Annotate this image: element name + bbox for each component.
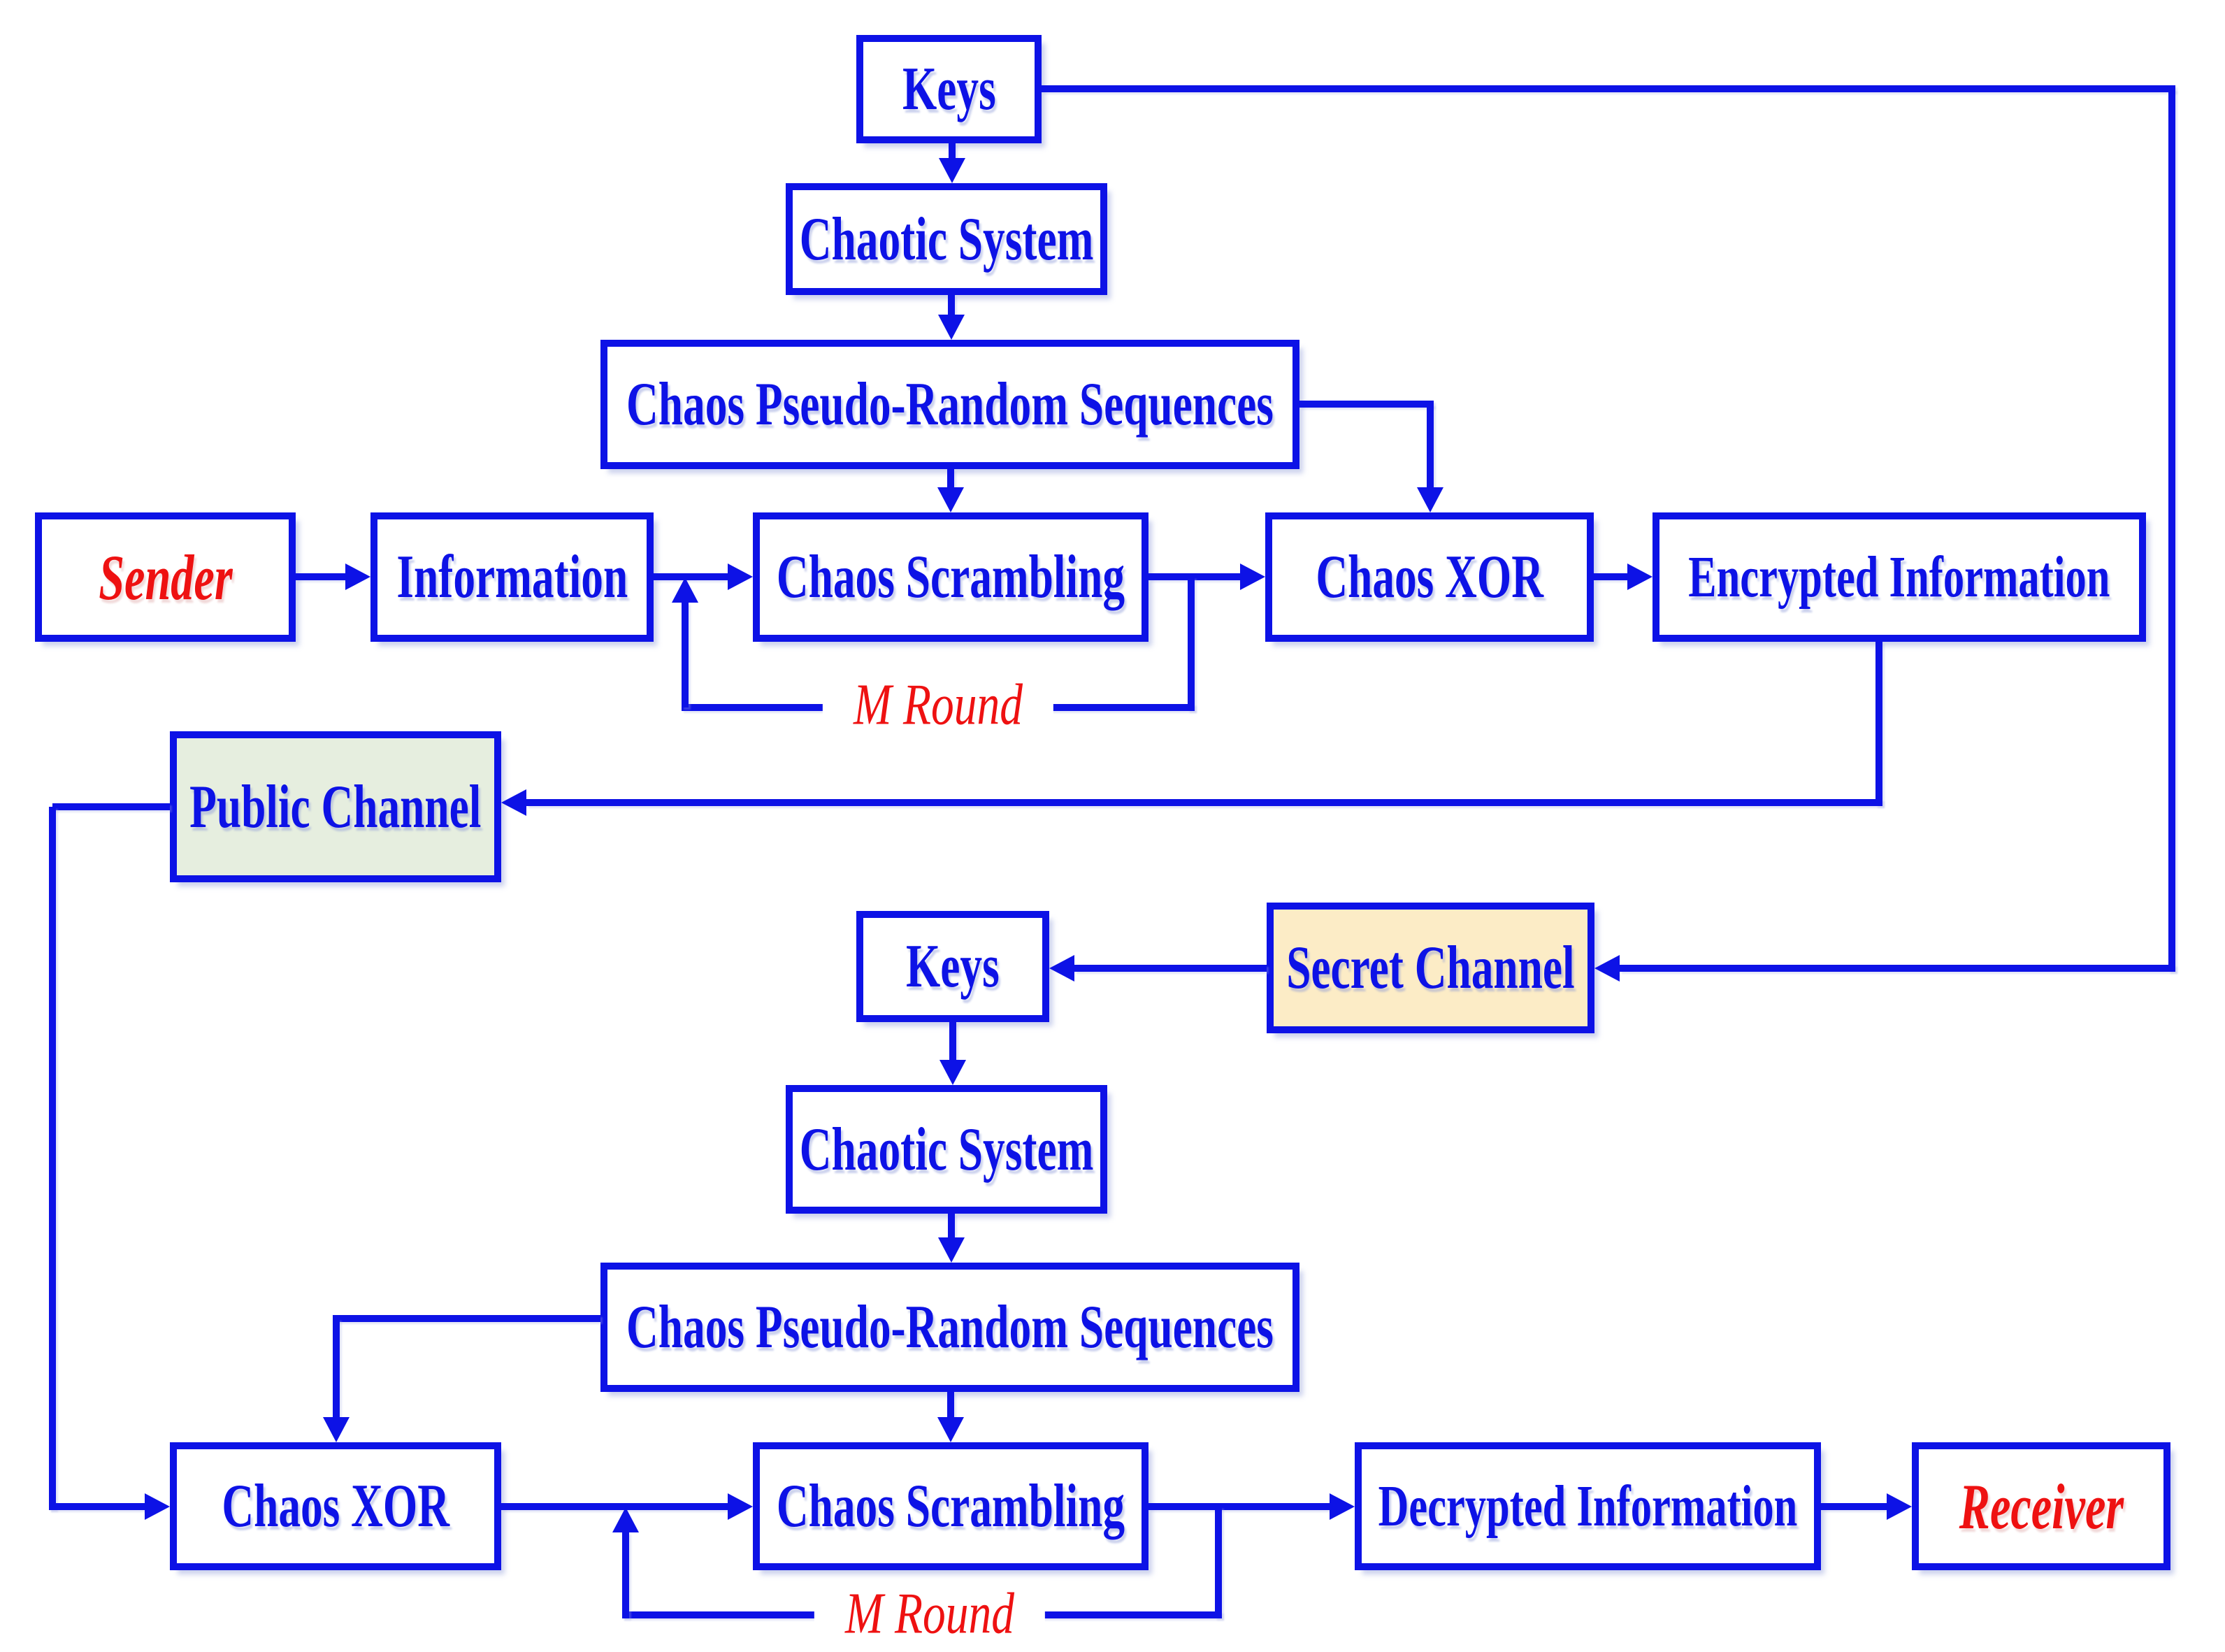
arrowhead-right-icon: [1330, 1493, 1355, 1520]
loop-m-round-receiver-tap: [1215, 1507, 1222, 1618]
box-keys-sender: Keys: [856, 35, 1042, 143]
box-receiver-label: Receiver: [1959, 1470, 2124, 1542]
edge-public-to-xor-h1: [52, 803, 170, 810]
loop-label-m-round-receiver: M Round: [814, 1579, 1046, 1648]
arrowhead-left-icon: [501, 789, 526, 816]
box-chaos-pseudo-random-sequences-sender: Chaos Pseudo-Random Sequences: [600, 340, 1299, 469]
arrowhead-down-icon: [939, 158, 965, 183]
arrowhead-down-icon: [938, 1237, 965, 1263]
edge-cprs-to-xor-receiver-v: [333, 1319, 340, 1417]
box-public-channel-label: Public Channel: [189, 773, 482, 841]
edge-cprs-to-scrambling-receiver: [947, 1392, 954, 1417]
edge-decrypted-to-receiver: [1821, 1503, 1887, 1510]
edge-keys-to-secret-v: [2168, 89, 2175, 972]
box-chaotic-system-receiver: Chaotic System: [786, 1085, 1107, 1214]
box-information-label: Information: [396, 543, 628, 611]
box-secret-channel: Secret Channel: [1267, 903, 1594, 1033]
box-receiver: Receiver: [1912, 1442, 2170, 1570]
edge-xor-to-scrambling-receiver: [501, 1503, 728, 1510]
edge-information-to-scrambling: [654, 573, 728, 580]
box-cprs-sender-label: Chaos Pseudo-Random Sequences: [626, 371, 1274, 438]
edge-keys-to-secret-h1: [1042, 85, 2175, 92]
arrowhead-left-icon: [1594, 955, 1620, 982]
box-chaos-scrambling-receiver: Chaos Scrambling: [753, 1442, 1148, 1570]
edge-cprs-to-xor-sender-h: [1299, 401, 1434, 408]
box-chaos-xor-receiver: Chaos XOR: [170, 1442, 501, 1570]
arrowhead-down-icon: [323, 1417, 350, 1442]
box-public-channel: Public Channel: [170, 731, 501, 882]
box-chaotic-system-sender: Chaotic System: [786, 183, 1107, 295]
edge-encrypted-to-public-v: [1875, 642, 1882, 806]
arrowhead-up-icon: [672, 577, 698, 603]
box-chaos-pseudo-random-sequences-receiver: Chaos Pseudo-Random Sequences: [600, 1263, 1299, 1392]
box-chaotic-system-receiver-label: Chaotic System: [799, 1115, 1094, 1184]
edge-cprs-to-xor-receiver-h: [333, 1315, 600, 1322]
arrowhead-left-icon: [1049, 955, 1074, 982]
arrowhead-up-icon: [612, 1507, 639, 1532]
loop-m-round-sender-up: [682, 603, 689, 708]
edge-keys-to-chaotic-receiver: [949, 1022, 956, 1060]
box-information: Information: [370, 512, 654, 642]
arrowhead-right-icon: [345, 563, 370, 590]
edge-sender-to-information: [296, 573, 345, 580]
loop-m-round-receiver-up: [622, 1532, 629, 1618]
box-keys-receiver-label: Keys: [906, 933, 1000, 1000]
arrowhead-right-icon: [1887, 1493, 1912, 1520]
box-keys-receiver: Keys: [856, 911, 1049, 1022]
box-chaos-xor-sender-label: Chaos XOR: [1316, 543, 1543, 611]
edge-chaotic-to-cprs-receiver: [948, 1214, 955, 1237]
arrowhead-down-icon: [937, 1417, 964, 1442]
box-chaos-scrambling-sender-label: Chaos Scrambling: [776, 543, 1125, 611]
arrowhead-down-icon: [939, 1060, 966, 1085]
box-chaotic-system-sender-label: Chaotic System: [799, 205, 1094, 273]
arrowhead-right-icon: [1627, 563, 1652, 590]
edge-public-to-xor-h2: [49, 1503, 145, 1510]
edge-cprs-to-scrambling-sender: [947, 469, 954, 487]
edge-chaotic-to-cprs-sender: [948, 295, 955, 315]
box-chaos-scrambling-receiver-label: Chaos Scrambling: [776, 1472, 1125, 1540]
edge-keys-to-secret-h2: [1620, 965, 2175, 972]
box-sender: Sender: [35, 512, 296, 642]
edge-public-to-xor-v: [49, 807, 56, 1510]
loop-m-round-sender-tap: [1188, 577, 1195, 711]
arrowhead-right-icon: [145, 1493, 170, 1520]
edge-keys-to-chaotic-sender: [949, 143, 956, 161]
box-sender-label: Sender: [98, 541, 233, 613]
box-encrypted-information: Encrypted Information: [1652, 512, 2146, 642]
loop-label-m-round-sender: M Round: [822, 670, 1054, 739]
box-decrypted-information-label: Decrypted Information: [1378, 1474, 1798, 1539]
box-encrypted-information-label: Encrypted Information: [1688, 545, 2110, 610]
box-keys-sender-label: Keys: [902, 55, 996, 123]
arrowhead-right-icon: [1240, 563, 1265, 590]
box-chaos-xor-receiver-label: Chaos XOR: [222, 1472, 449, 1540]
m-round-receiver-text: M Round: [844, 1581, 1015, 1646]
edge-encrypted-to-public-h: [526, 799, 1882, 806]
arrowhead-down-icon: [1417, 487, 1443, 512]
edge-cprs-to-xor-sender-v: [1427, 404, 1434, 487]
arrowhead-down-icon: [937, 487, 964, 512]
box-secret-channel-label: Secret Channel: [1286, 934, 1575, 1002]
arrowhead-right-icon: [728, 1493, 753, 1520]
edge-secret-to-keys: [1074, 965, 1267, 972]
edge-xor-to-encrypted: [1594, 573, 1627, 580]
box-chaos-xor-sender: Chaos XOR: [1265, 512, 1594, 642]
box-cprs-receiver-label: Chaos Pseudo-Random Sequences: [626, 1293, 1274, 1361]
arrowhead-down-icon: [938, 315, 965, 340]
m-round-sender-text: M Round: [853, 672, 1023, 738]
arrowhead-right-icon: [728, 563, 753, 590]
edge-scrambling-to-decrypted: [1148, 1503, 1330, 1510]
box-chaos-scrambling-sender: Chaos Scrambling: [753, 512, 1148, 642]
box-decrypted-information: Decrypted Information: [1355, 1442, 1821, 1570]
